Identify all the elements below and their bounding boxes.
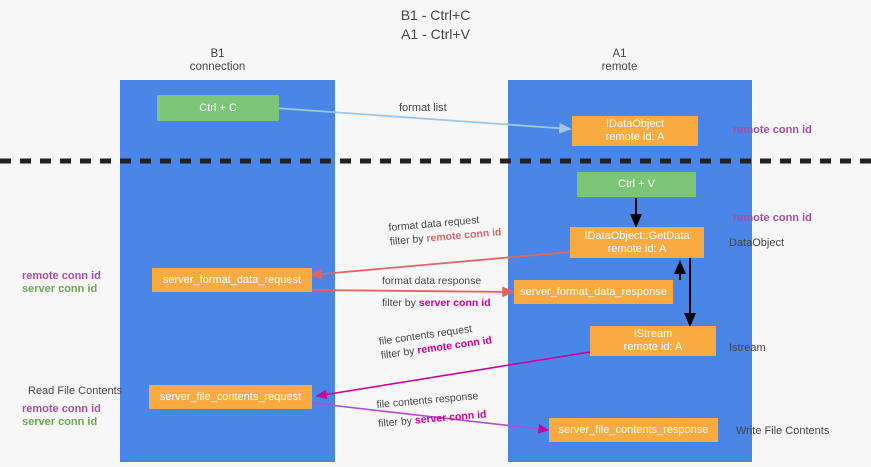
annotation-right-remote-conn-id-mid: remote conn id xyxy=(733,212,812,224)
box-idataobject-sub: remote id: A xyxy=(605,131,665,143)
annotation-left-read-file-contents: Read File Contents xyxy=(28,385,123,397)
box-server-format-data-request[interactable]: server_format_data_request xyxy=(152,268,312,292)
column-header-b1: B1 connection xyxy=(150,48,285,74)
page-title: B1 - Ctrl+C A1 - Ctrl+V xyxy=(0,6,871,44)
edge-file-contents-response-filter-key: server conn id xyxy=(414,408,487,427)
box-istream-title: IStream xyxy=(633,328,673,340)
edge-label-format-data-response: format data response filter by server co… xyxy=(382,274,491,310)
annotation-right-remote-conn-id-top: remote conn id xyxy=(733,124,812,136)
box-getdata-title: IDataObject::GetData xyxy=(584,229,690,242)
annotation-right-write-file-contents: Write File Contents xyxy=(736,425,830,437)
annotation-right-istream: Istream xyxy=(729,342,766,354)
annotation-left-server-conn-id-bottom: server conn id xyxy=(22,416,98,428)
box-server-file-contents-response[interactable]: server_file_contents_response xyxy=(549,418,718,442)
box-server-file-contents-request[interactable]: server_file_contents_request xyxy=(149,385,312,409)
column-a1-name: A1 xyxy=(612,48,627,60)
edge-format-data-response-filter-prefix: filter by xyxy=(382,297,419,309)
edge-label-file-contents-request: file contents request filter by remote c… xyxy=(378,319,493,362)
edge-label-file-contents-response: file contents response filter by server … xyxy=(376,389,487,431)
box-idataobject-title: IDataObject xyxy=(605,118,665,130)
edge-label-format-data-request: format data request filter by remote con… xyxy=(388,211,502,249)
title-line-1: B1 - Ctrl+C xyxy=(400,7,471,23)
annotation-right-dataobject: DataObject xyxy=(729,237,785,249)
box-ctrl-v-label: Ctrl + V xyxy=(618,178,655,190)
edge-file-contents-response-text: file contents response xyxy=(376,390,479,411)
edge-format-data-response-text: format data response xyxy=(382,275,482,287)
box-istream[interactable]: IStream remote id: A xyxy=(590,326,716,356)
column-b1-name: B1 xyxy=(210,48,225,60)
edge-format-data-request-filter-prefix: filter by xyxy=(389,232,427,248)
box-ctrl-c-label: Ctrl + C xyxy=(199,101,237,114)
box-ctrl-c[interactable]: Ctrl + C xyxy=(157,95,279,121)
column-a1-role: remote xyxy=(601,61,638,73)
edge-format-data-response-filter-key: server conn id xyxy=(418,297,491,309)
box-getdata-sub: remote id: A xyxy=(607,242,667,255)
annotation-left-remote-conn-id-mid: remote conn id xyxy=(22,270,101,282)
column-b1-role: connection xyxy=(189,61,246,73)
box-idataobject[interactable]: IDataObject remote id: A xyxy=(572,116,698,146)
title-line-2: A1 - Ctrl+V xyxy=(401,26,470,42)
column-header-a1: A1 remote xyxy=(552,48,687,74)
annotation-left-server-conn-id-mid: server conn id xyxy=(22,283,98,295)
box-istream-sub: remote id: A xyxy=(623,341,683,353)
box-server-format-data-request-label: server_format_data_request xyxy=(162,273,302,286)
edge-label-format-list: format list xyxy=(399,102,447,114)
box-getdata[interactable]: IDataObject::GetData remote id: A xyxy=(570,227,704,258)
box-server-file-contents-response-label: server_file_contents_response xyxy=(558,423,709,436)
annotation-left-remote-conn-id-bottom: remote conn id xyxy=(22,403,101,415)
edge-file-contents-response-filter-prefix: filter by xyxy=(377,414,416,430)
box-server-format-data-response[interactable]: server_format_data_response xyxy=(514,280,673,304)
edge-file-contents-request-filter-prefix: filter by xyxy=(380,344,419,362)
box-server-file-contents-request-label: server_file_contents_request xyxy=(159,390,302,403)
box-ctrl-v[interactable]: Ctrl + V xyxy=(577,172,696,197)
box-server-format-data-response-label: server_format_data_response xyxy=(520,285,667,298)
